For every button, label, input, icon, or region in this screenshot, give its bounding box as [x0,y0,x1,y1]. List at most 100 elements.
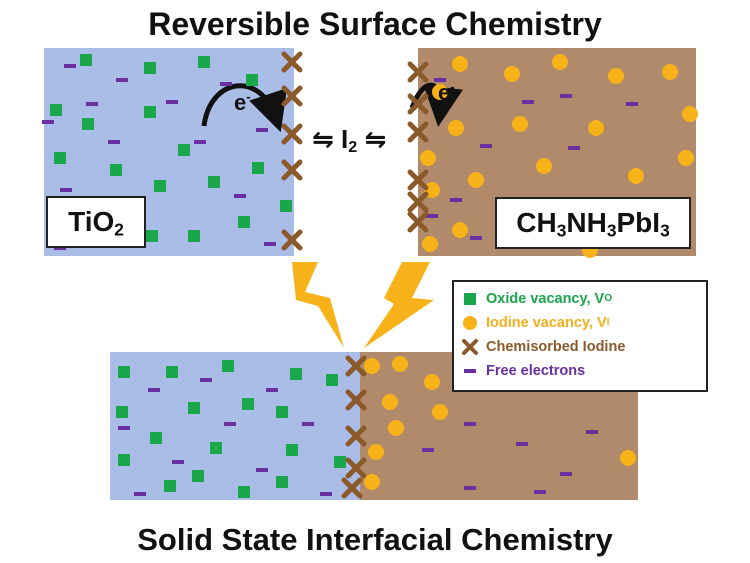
oxide-vacancy-mark [238,216,250,228]
oxide-vacancy-mark [144,106,156,118]
iodine-vacancy-mark [468,172,484,188]
oxide-vacancy-mark [238,486,250,498]
electron-symbol: e [438,80,451,105]
free-electron-mark [464,422,476,426]
green-square-icon [460,289,480,309]
tio2-label-sub: 2 [114,219,124,240]
free-electron-mark [516,442,528,446]
oxide-vacancy-mark [118,454,130,466]
legend-label: Iodine vacancy, V [486,315,607,331]
electron-symbol: e [234,90,247,115]
iodine-vacancy-mark [588,120,604,136]
iodine-vacancy-mark [432,84,448,100]
free-electron-mark [522,100,534,104]
legend-label: Oxide vacancy, V [486,291,605,307]
oxide-vacancy-mark [246,74,258,86]
free-electron-mark [302,422,314,426]
iodine-vacancy-mark [608,68,624,84]
oxide-vacancy-mark [50,104,62,116]
oxide-vacancy-mark [276,476,288,488]
free-electron-mark [234,194,246,198]
purple-dash-icon [460,361,480,381]
oxide-vacancy-mark [210,442,222,454]
iodine-vacancy-mark [620,450,636,466]
chemisorbed-iodine-mark [345,389,367,411]
oxide-vacancy-mark [118,366,130,378]
bottom-title: Solid State Interfacial Chemistry [137,522,613,557]
oxide-vacancy-mark [188,402,200,414]
iodine-vacancy-mark [682,106,698,122]
oxide-vacancy-mark [110,164,122,176]
electron-arrow-left [201,83,288,133]
iodine-vacancy-mark [512,116,528,132]
free-electron-mark [266,388,278,392]
free-electron-mark [480,144,492,148]
chemisorbed-iodine-mark [281,51,303,73]
iodine-vacancy-mark [552,54,568,70]
oxide-vacancy-mark [192,470,204,482]
free-electron-mark [42,120,54,124]
chemisorbed-iodine-mark [345,355,367,377]
free-electron-mark [148,388,160,392]
orange-circle-icon [460,313,480,333]
iodine-species-sub: 2 [348,138,358,157]
lightning-bolt-right [364,262,434,348]
iodine-vacancy-mark [364,474,380,490]
iodine-vacancy-mark [452,56,468,72]
formula-sub: 3 [606,220,617,241]
electron-charge: - [450,78,455,94]
iodine-equilibrium: ⇋ I2 ⇋ [312,124,386,155]
formula-part: PbI [616,207,661,238]
chemisorbed-iodine-mark [407,121,429,143]
brown-cross-icon [460,337,480,357]
chemisorbed-iodine-mark [341,477,363,499]
chemisorbed-iodine-mark [281,159,303,181]
chemisorbed-iodine-mark [407,211,429,233]
oxide-vacancy-mark [252,162,264,174]
lightning-bolt-left [292,262,344,348]
oxide-vacancy-mark [116,406,128,418]
free-electron-mark [194,140,206,144]
oxide-vacancy-mark [80,54,92,66]
free-electron-mark [434,78,446,82]
formula-part: CH [516,207,557,238]
oxide-vacancy-mark [242,398,254,410]
free-electron-mark [264,242,276,246]
chemisorbed-iodine-mark [407,169,429,191]
legend-label: Free electrons [486,363,586,379]
formula-sub: 3 [556,220,567,241]
free-electron-mark [220,82,232,86]
iodine-species: I [341,124,349,154]
oxide-vacancy-mark [326,374,338,386]
free-electron-mark [568,146,580,150]
free-electron-mark [118,426,130,430]
free-electron-mark [134,492,146,496]
electron-label-left: e- [234,90,251,116]
legend-item-chemisorbed-iodine: Chemisorbed Iodine [460,335,700,359]
oxide-vacancy-mark [54,152,66,164]
oxide-vacancy-mark [164,480,176,492]
legend-label: Chemisorbed Iodine [486,339,626,355]
chemisorbed-iodine-mark [407,191,429,213]
oxide-vacancy-mark [144,62,156,74]
iodine-vacancy-mark [662,64,678,80]
oxide-vacancy-mark [208,176,220,188]
oxide-vacancy-mark [280,200,292,212]
free-electron-mark [86,102,98,106]
oxide-vacancy-mark [276,406,288,418]
iodine-vacancy-mark [432,404,448,420]
legend-item-free-electrons: Free electrons [460,359,700,383]
free-electron-mark [560,472,572,476]
iodine-vacancy-mark [504,66,520,82]
oxide-vacancy-mark [290,368,302,380]
iodine-vacancy-mark [678,150,694,166]
free-electron-mark [54,246,66,250]
oxide-vacancy-mark [222,360,234,372]
free-electron-mark [422,448,434,452]
free-electron-mark [64,64,76,68]
perovskite-label: CH3NH3PbI3 [495,197,691,249]
iodine-vacancy-mark [628,168,644,184]
